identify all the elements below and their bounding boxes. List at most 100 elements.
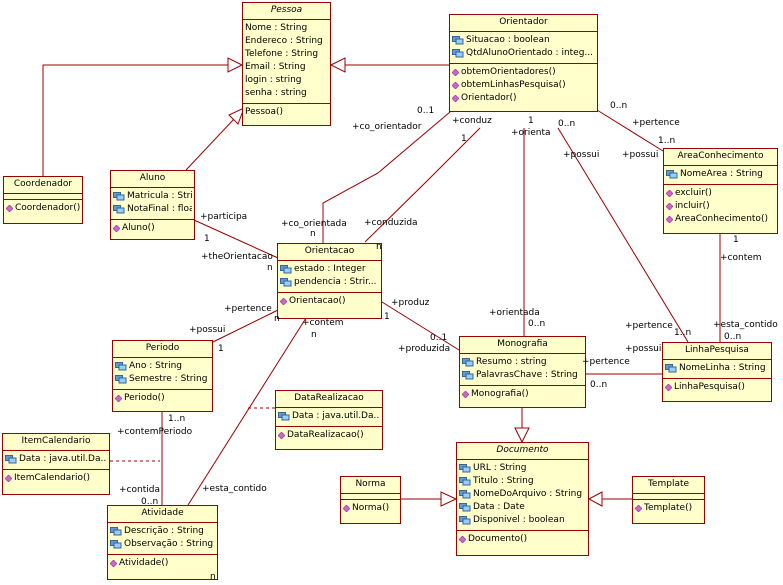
- operation-text: Norma(): [352, 503, 390, 513]
- operation-text: incluir(): [675, 201, 710, 211]
- operation-text: Orientacao(): [289, 296, 346, 306]
- multiplicity-label: 1: [528, 116, 534, 126]
- operation-list: Coordenador(): [4, 200, 82, 218]
- operation-row: ItemCalendario(): [5, 472, 107, 485]
- operation-icon: [462, 391, 469, 398]
- attribute-text: Ano : String: [129, 361, 182, 371]
- attribute-text: Descrição : String: [124, 526, 204, 536]
- class-coordenador[interactable]: Coordenador Coordenador(): [3, 176, 83, 224]
- class-norma[interactable]: Norma Norma(): [340, 476, 401, 524]
- attribute-text: Observação : String: [124, 539, 214, 549]
- attribute-row: Descrição : String: [110, 525, 215, 538]
- operation-row: Pessoa(): [245, 106, 328, 119]
- edge-coordenador-pessoa: [42, 64, 228, 176]
- attribute-list: [633, 494, 704, 500]
- multiplicity-label: n: [274, 314, 280, 324]
- operation-row: Periodo(): [115, 392, 210, 405]
- operation-list: Norma(): [341, 500, 400, 518]
- attribute-row: Disponivel : boolean: [459, 514, 586, 527]
- role-label: +conduz: [452, 116, 492, 126]
- multiplicity-label: 1: [384, 312, 390, 322]
- attribute-text: Matricula : Stri...: [127, 191, 192, 201]
- operation-row: Monografia(): [462, 388, 583, 401]
- class-areaconhecimento[interactable]: AreaConhecimento NomeArea : String exclu…: [663, 148, 778, 234]
- attribute-icon: [452, 36, 464, 45]
- multiplicity-label: 0..n: [558, 119, 576, 129]
- operation-text: Documento(): [468, 534, 528, 544]
- attribute-icon: [113, 205, 125, 214]
- operation-row: Orientacao(): [280, 295, 379, 308]
- attribute-row: Nome : String: [245, 22, 328, 35]
- arrowhead-coordenador: [227, 57, 244, 73]
- class-template[interactable]: Template Template(): [632, 476, 705, 524]
- attribute-row: Titulo : String: [459, 475, 586, 488]
- attribute-icon: [5, 455, 17, 464]
- multiplicity-label: n: [267, 263, 273, 273]
- attribute-text: Disponivel : boolean: [473, 515, 565, 525]
- class-itemcalendario[interactable]: ItemCalendario Data : java.util.Da... It…: [2, 433, 110, 495]
- attribute-row: Resumo : string: [462, 356, 583, 369]
- operation-icon: [278, 432, 285, 439]
- operation-list: Pessoa(): [243, 104, 330, 122]
- multiplicity-label: n: [210, 572, 216, 582]
- attribute-list: [4, 194, 82, 200]
- multiplicity-label: 1..n: [168, 414, 186, 424]
- operation-icon: [666, 216, 673, 223]
- attribute-text: PalavrasChave : String: [476, 370, 578, 380]
- operation-row: Template(): [635, 502, 702, 515]
- edge-orientador-orientacao-conduz: [364, 127, 481, 243]
- attribute-text: senha : string: [245, 88, 307, 98]
- operation-text: Pessoa(): [245, 107, 284, 117]
- role-label: +contida: [119, 485, 160, 495]
- role-label: +orientada: [489, 308, 540, 318]
- multiplicity-label: 1: [461, 134, 467, 144]
- operation-icon: [459, 536, 466, 543]
- role-label: +contem: [302, 318, 344, 328]
- operation-row: incluir(): [666, 200, 775, 213]
- class-aluno[interactable]: Aluno Matricula : Stri...NotaFinal : flo…: [110, 170, 195, 240]
- class-name: Atividade: [108, 506, 217, 523]
- attribute-text: Telefone : String: [245, 49, 319, 59]
- operation-row: Orientador(): [452, 92, 595, 105]
- operation-row: obtemOrientadores(): [452, 66, 595, 79]
- multiplicity-label: 0..1: [430, 333, 448, 343]
- attribute-icon: [280, 278, 292, 287]
- operation-text: obtemLinhasPesquisa(): [461, 80, 566, 90]
- multiplicity-label: 1: [733, 235, 739, 245]
- edge-orientador-area: [596, 109, 664, 152]
- operation-list: Atividade(): [108, 555, 217, 573]
- multiplicity-label: 1: [218, 344, 224, 354]
- attribute-icon: [110, 527, 122, 536]
- class-datarealizacao[interactable]: DataRealizacao Data : java.util.Da... Da…: [275, 390, 383, 450]
- edge-periodo-orientacao: [212, 309, 279, 343]
- role-label: +pertence: [224, 304, 272, 314]
- attribute-icon: [110, 540, 122, 549]
- multiplicity-label: 0..n: [590, 380, 608, 390]
- attribute-icon: [113, 192, 125, 201]
- class-linhapesquisa[interactable]: LinhaPesquisa NomeLinha : String LinhaPe…: [662, 342, 772, 402]
- class-name: Periodo: [113, 341, 212, 358]
- attribute-list: Data : java.util.Da...: [3, 451, 109, 470]
- attribute-text: login : string: [245, 75, 302, 85]
- attribute-text: QtdAlunoOrientado : integ...: [466, 48, 594, 58]
- attribute-icon: [278, 412, 290, 421]
- attribute-icon: [462, 371, 474, 380]
- attribute-text: Data : java.util.Da...: [292, 411, 380, 421]
- operation-list: ItemCalendario(): [3, 470, 109, 488]
- operation-list: DataRealizacao(): [276, 427, 382, 445]
- multiplicity-label: 0..n: [141, 497, 159, 507]
- arrowhead-norma: [440, 491, 458, 507]
- attribute-row: Situacao : boolean: [452, 34, 595, 47]
- operation-row: Norma(): [343, 502, 398, 515]
- attribute-icon: [462, 358, 474, 367]
- operation-text: Orientador(): [461, 93, 517, 103]
